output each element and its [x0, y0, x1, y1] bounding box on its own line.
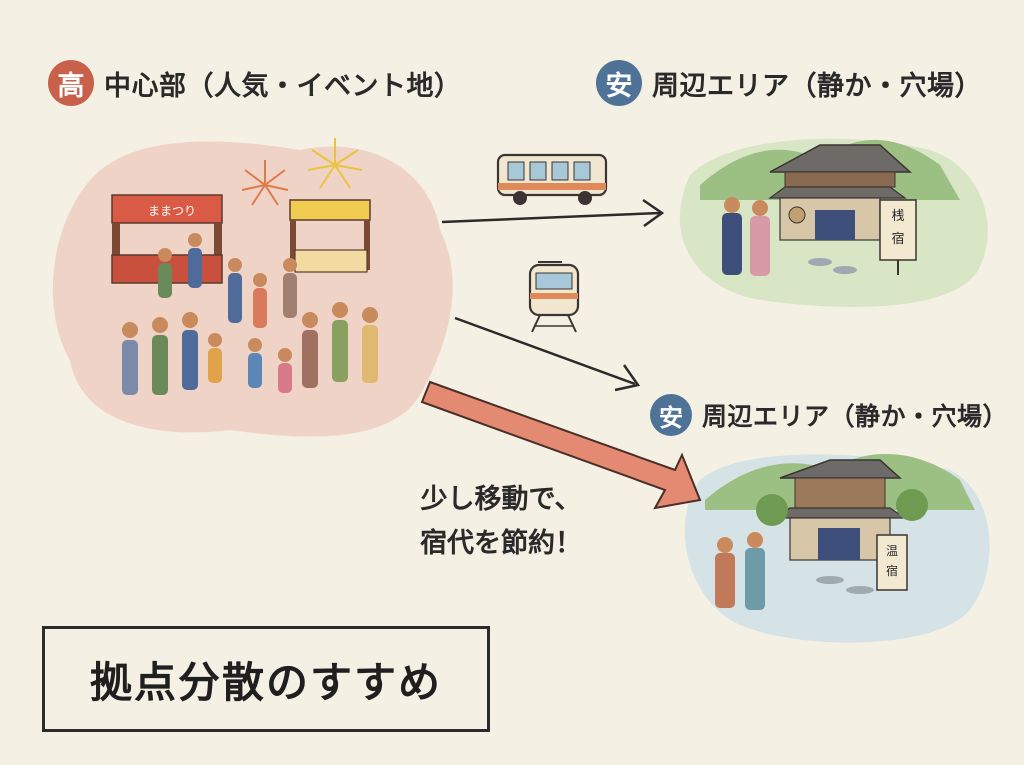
center-area-label-row: 高 中心部（人気・イベント地）: [48, 60, 462, 106]
tagline-line-2: 宿代を節約！: [420, 528, 582, 559]
suburb-top-label: 周辺エリア（静か・穴場）: [652, 70, 982, 102]
couple: [722, 197, 770, 276]
train-icon: [528, 261, 580, 333]
bus-icon: [496, 153, 608, 205]
low-price-badge: 安: [596, 60, 642, 106]
inn-sign-bottom-2: 宿: [886, 563, 898, 578]
page-title: 拠点分散のすすめ: [89, 657, 442, 707]
suburb-top-label-row: 安 周辺エリア（静か・穴場）: [596, 60, 982, 106]
inn-sign-top-2: 宿: [891, 231, 904, 247]
arrow-to-suburb-bottom: [454, 316, 641, 392]
crowd: [122, 233, 378, 395]
title-box: 拠点分散のすすめ: [42, 626, 490, 732]
inn-icon: 桟 宿: [768, 144, 917, 275]
stall-sign-1: ままつり: [148, 204, 196, 218]
fireworks-icon: [241, 138, 363, 206]
tagline: 少し移動で、 宿代を節約！: [420, 478, 582, 566]
suburb-bottom-label: 周辺エリア（静か・穴場）: [702, 402, 1009, 431]
couple: [715, 532, 765, 610]
low-price-badge: 安: [650, 394, 692, 436]
center-area-label: 中心部（人気・イベント地）: [104, 70, 462, 102]
inn-sign-bottom-1: 温: [886, 544, 898, 558]
big-arrow-to-suburb-bottom: [420, 380, 702, 510]
high-price-badge: 高: [48, 60, 94, 106]
center-area-blob: [52, 141, 453, 437]
inn-sign-top-1: 桟: [891, 209, 904, 224]
arrow-to-suburb-top: [441, 198, 665, 228]
tagline-line-1: 少し移動で、: [420, 484, 582, 515]
suburb-bottom-label-row: 安 周辺エリア（静か・穴場）: [650, 394, 1008, 436]
inn-icon: 温 宿: [756, 459, 928, 594]
